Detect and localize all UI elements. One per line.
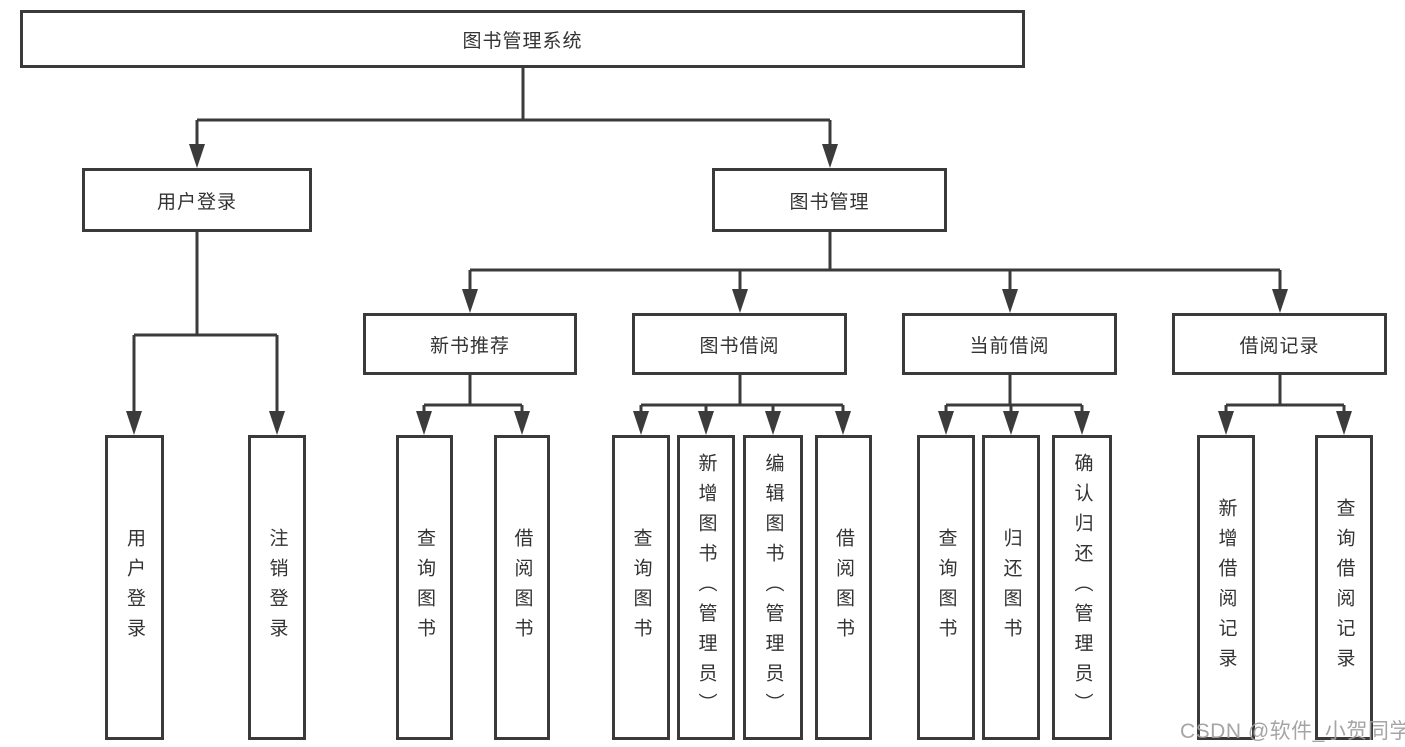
node-user-login: 用户登录	[82, 168, 312, 232]
node-new-book-recommendation: 新书推荐	[363, 313, 577, 375]
leaf-query-books: 查询图书	[396, 435, 453, 740]
leaf-logout: 注销登录	[248, 435, 306, 740]
leaf-confirm-return-admin: 确认归还（管理员）	[1052, 435, 1112, 740]
node-borrowing-records: 借阅记录	[1172, 313, 1387, 375]
node-library-system: 图书管理系统	[20, 10, 1025, 68]
leaf-add-borrow-record: 新增借阅记录	[1197, 435, 1255, 740]
leaf-borrow-books: 借阅图书	[815, 435, 872, 740]
csdn-watermark: CSDN @软件_小贺同学	[1180, 720, 1405, 743]
leaf-edit-books-admin: 编辑图书（管理员）	[743, 435, 803, 740]
node-book-borrowing: 图书借阅	[632, 313, 847, 375]
leaf-query-books: 查询图书	[612, 435, 670, 740]
leaf-add-books-admin: 新增图书（管理员）	[677, 435, 735, 740]
node-current-borrowing: 当前借阅	[902, 313, 1117, 375]
node-book-management: 图书管理	[712, 168, 947, 232]
leaf-return-books: 归还图书	[982, 435, 1040, 740]
leaf-borrow-books: 借阅图书	[494, 435, 550, 740]
leaf-query-books: 查询图书	[917, 435, 975, 740]
leaf-user-login: 用户登录	[105, 435, 164, 740]
leaf-query-borrow-record: 查询借阅记录	[1315, 435, 1373, 740]
